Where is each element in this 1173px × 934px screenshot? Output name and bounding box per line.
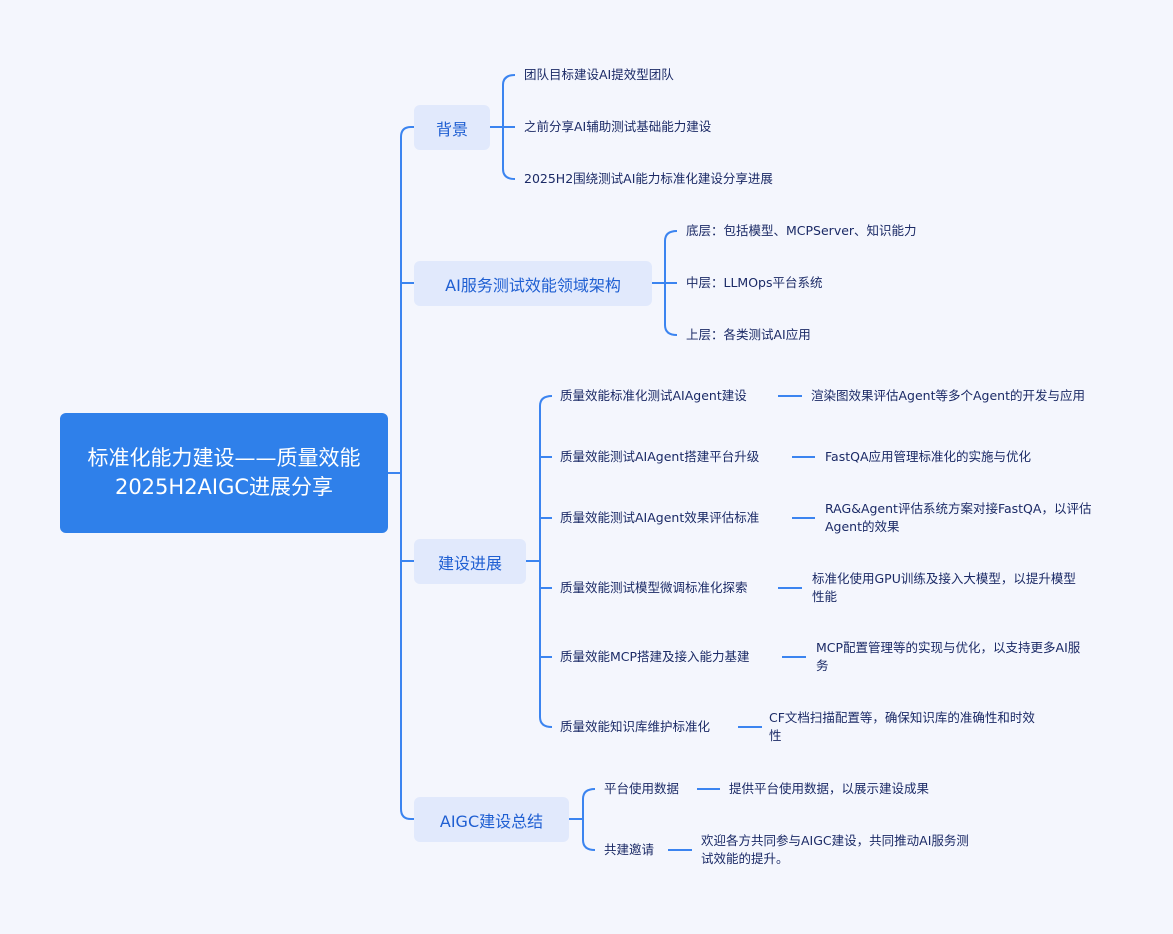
branch-progress[interactable]: 建设进展 [414,539,526,584]
topic-node[interactable]: 质量效能测试AIAgent效果评估标准 [560,510,760,525]
topic-node[interactable]: 平台使用数据 [604,781,680,796]
detail-node[interactable]: CF文档扫描配置等，确保知识库的准确性和时效性 [769,710,1035,743]
topic-node[interactable]: 团队目标建设AI提效型团队 [524,67,674,82]
topic-node[interactable]: 质量效能MCP搭建及接入能力基建 [560,649,750,664]
branch-label: 建设进展 [437,553,502,573]
topic-node[interactable]: 质量效能测试模型微调标准化探索 [560,580,748,595]
detail-node[interactable]: 提供平台使用数据，以展示建设成果 [729,781,930,796]
detail-node[interactable]: RAG&Agent评估系统方案对接FastQA，以评估Agent的效果 [825,501,1092,534]
topic-node[interactable]: 之前分享AI辅助测试基础能力建设 [524,119,712,134]
topic-node[interactable]: 质量效能知识库维护标准化 [560,719,711,734]
detail-node[interactable]: MCP配置管理等的实现与优化，以支持更多AI服务 [816,640,1081,673]
topic-node[interactable]: 2025H2围绕测试AI能力标准化建设分享进展 [524,171,773,186]
branch-summary[interactable]: AIGC建设总结 [414,797,569,842]
topic-node[interactable]: 底层：包括模型、MCPServer、知识能力 [686,223,917,238]
topic-node[interactable]: 中层：LLMOps平台系统 [686,275,823,290]
branch-background[interactable]: 背景 [414,105,490,150]
topic-node[interactable]: 质量效能标准化测试AIAgent建设 [560,388,747,403]
topic-node[interactable]: 上层：各类测试AI应用 [686,327,811,342]
branch-label: AIGC建设总结 [439,811,544,831]
detail-node[interactable]: 渲染图效果评估Agent等多个Agent的开发与应用 [811,388,1085,403]
detail-node[interactable]: FastQA应用管理标准化的实施与优化 [825,449,1032,464]
root-title: 标准化能力建设——质量效能2025H2AIGC进展分享 [87,446,361,499]
root-node[interactable]: 标准化能力建设——质量效能2025H2AIGC进展分享 [60,413,388,533]
branch-label: AI服务测试效能领域架构 [445,275,621,295]
topic-node[interactable]: 质量效能测试AIAgent搭建平台升级 [560,449,760,464]
detail-node[interactable]: 标准化使用GPU训练及接入大模型，以提升模型性能 [812,571,1076,604]
branch-label: 背景 [435,119,468,139]
topic-node[interactable]: 共建邀请 [604,842,655,857]
branch-architecture[interactable]: AI服务测试效能领域架构 [414,261,652,306]
detail-node[interactable]: 欢迎各方共同参与AIGC建设，共同推动AI服务测试效能的提升。 [701,833,969,866]
